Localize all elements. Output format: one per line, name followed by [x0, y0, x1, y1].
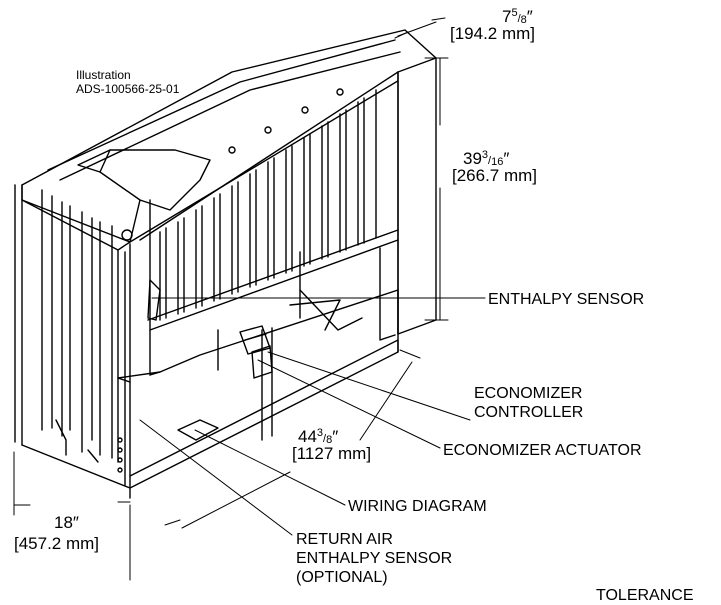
height-dimension-imperial: 393/16″: [463, 149, 510, 168]
width-dimension-imperial: 443/8″: [298, 427, 339, 446]
side-dimension-metric: [457.2 mm]: [14, 534, 100, 553]
depth-dimension-metric: [194.2 mm]: [450, 24, 536, 43]
dimension-lines: [13, 17, 449, 581]
callout-return-air-line1: RETURN AIR: [296, 531, 393, 548]
tolerance-label: TOLERANCE: [596, 587, 694, 604]
illustration-number: ADS-100566-25-01: [76, 82, 180, 96]
height-dimension-metric: [266.7 mm]: [452, 166, 538, 185]
callout-wiring-diagram: WIRING DIAGRAM: [348, 498, 487, 515]
callout-return-air-line2: ENTHALPY SENSOR: [296, 550, 453, 567]
leader-lines: [139, 297, 486, 536]
callout-economizer-actuator: ECONOMIZER ACTUATOR: [443, 442, 642, 459]
callout-return-air-line3: (OPTIONAL): [296, 569, 388, 586]
callout-controller-line2: CONTROLLER: [474, 404, 584, 421]
side-dimension-imperial: 18″: [54, 513, 79, 532]
left-side-panel: [14, 184, 161, 489]
callout-enthalpy-sensor: ENTHALPY SENSOR: [488, 291, 645, 308]
illustration-label: Illustration: [76, 68, 131, 82]
width-dimension-metric: [1127 mm]: [292, 444, 372, 463]
top-hood: [21, 29, 437, 251]
callout-controller-line1: ECONOMIZER: [474, 385, 583, 402]
right-end-panel: [379, 57, 437, 341]
depth-dimension-imperial: 75/8″: [502, 7, 533, 26]
damper-assembly: [139, 71, 399, 331]
base-floor: [21, 289, 399, 499]
controller-bracket: [217, 251, 363, 441]
